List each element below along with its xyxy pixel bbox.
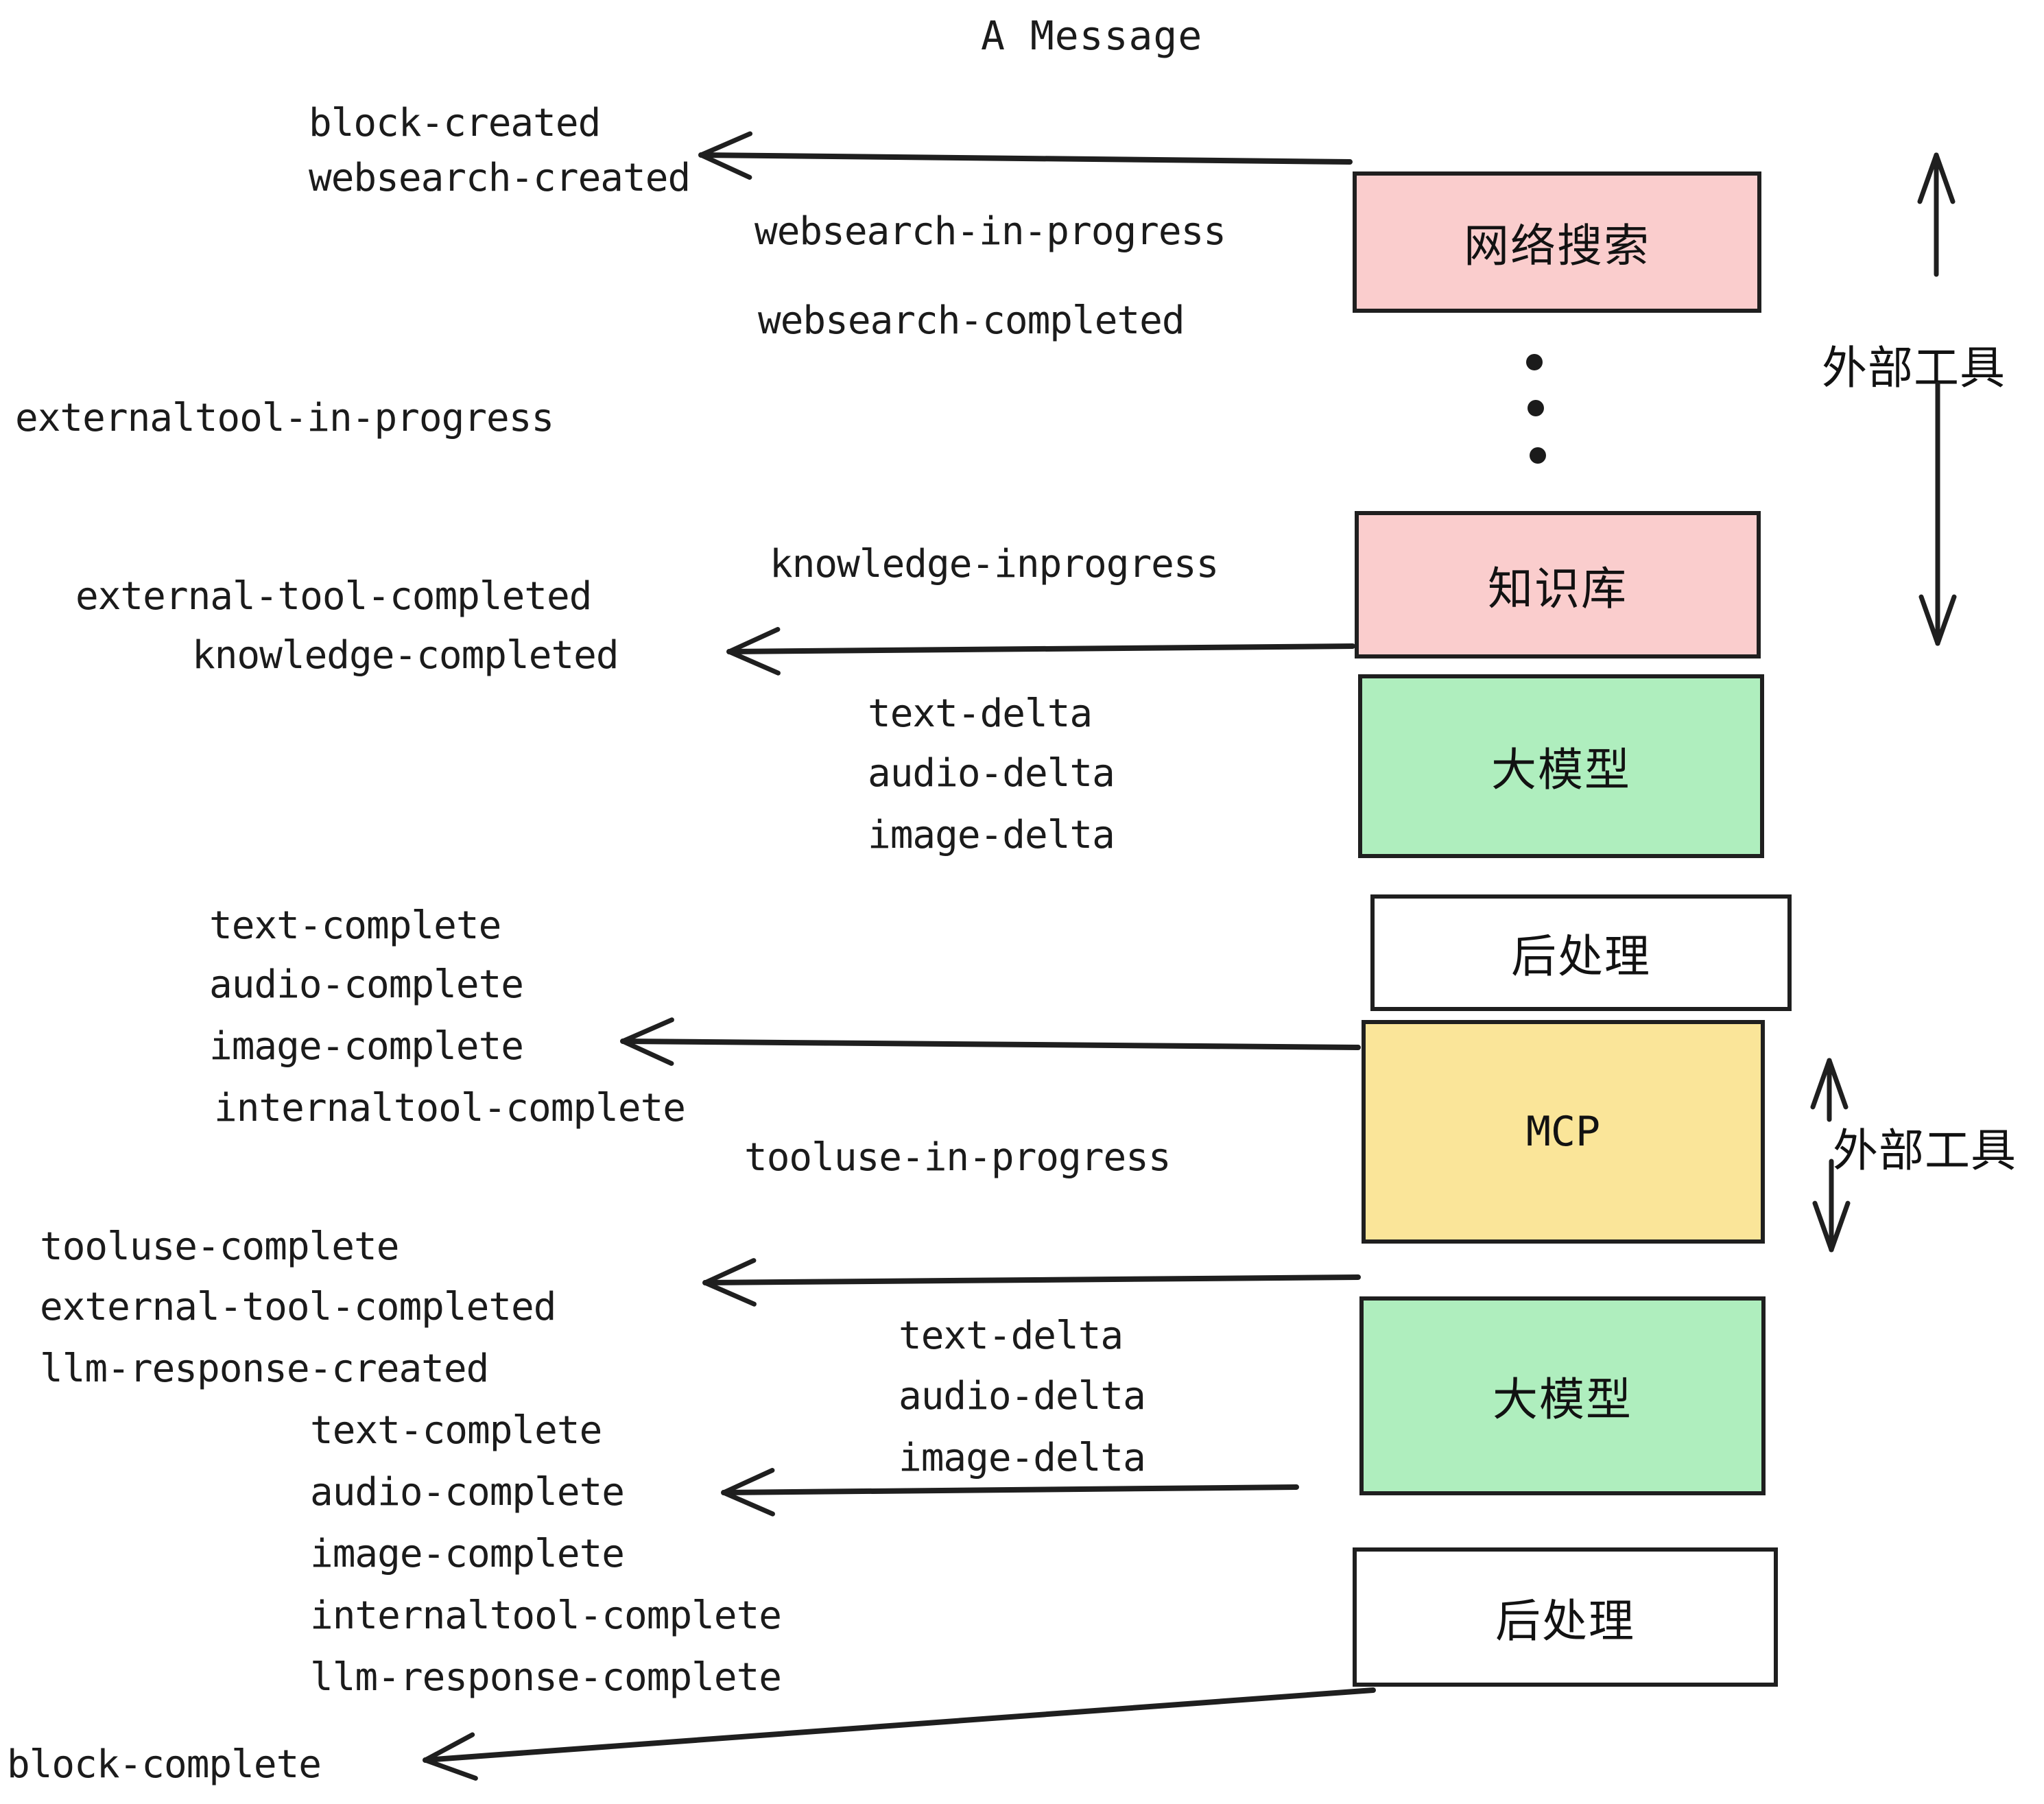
event-label-llm-response-complete: llm-response-complete bbox=[310, 1655, 782, 1700]
box-llm-2: 大模型 bbox=[1359, 1296, 1766, 1495]
arrow-head-stroke bbox=[698, 131, 753, 158]
event-label-tooluse-complete: tooluse-complete bbox=[40, 1224, 399, 1269]
arrow-head-stroke bbox=[620, 1039, 674, 1066]
event-label-external-tool-completed-2: external-tool-completed bbox=[40, 1285, 556, 1329]
event-label-image-delta-1: image-delta bbox=[868, 813, 1115, 857]
ellipsis-dot bbox=[1526, 354, 1543, 370]
box-knowledge: 知识库 bbox=[1355, 511, 1761, 658]
event-label-externaltool-in-progress: externaltool-in-progress bbox=[15, 396, 554, 440]
event-label-text-complete-2: text-complete bbox=[310, 1408, 602, 1453]
arrow-head-stroke bbox=[726, 627, 781, 654]
arrow-llm2-to-tooluse-complete-shaft bbox=[702, 1274, 1361, 1285]
event-label-block-created: block-created bbox=[309, 101, 601, 145]
arrow-head-stroke bbox=[1827, 1058, 1849, 1110]
box-label-llm-2: 大模型 bbox=[1493, 1373, 1632, 1426]
event-label-llm-response-created: llm-response-created bbox=[40, 1346, 489, 1391]
event-label-audio-complete-2: audio-complete bbox=[310, 1470, 625, 1515]
arrow-head-stroke bbox=[620, 1017, 674, 1044]
event-label-websearch-in-progress: websearch-in-progress bbox=[754, 209, 1226, 254]
event-label-block-complete: block-complete bbox=[7, 1742, 322, 1787]
event-label-knowledge-inprogress: knowledge-inprogress bbox=[770, 542, 1219, 586]
arrow-llm2-to-tooluse-complete-head bbox=[702, 1258, 757, 1307]
page-title: A Message bbox=[981, 12, 1203, 59]
event-label-internaltool-complete-2: internaltool-complete bbox=[310, 1593, 782, 1638]
box-llm-1: 大模型 bbox=[1358, 674, 1764, 858]
arrow-head-stroke bbox=[721, 1468, 775, 1495]
arrow-websearch-to-created-head bbox=[698, 131, 753, 180]
arrow-llm2-to-audio-complete-head bbox=[721, 1468, 776, 1517]
event-label-audio-complete-1: audio-complete bbox=[209, 962, 524, 1007]
arrow-knowledge-to-completed-shaft bbox=[726, 643, 1355, 654]
arrow-head-stroke bbox=[1917, 152, 1939, 204]
event-label-tooluse-in-progress: tooluse-in-progress bbox=[744, 1135, 1172, 1180]
event-label-text-delta-2: text-delta bbox=[899, 1314, 1124, 1358]
external-tools-top-down-head bbox=[1918, 594, 1957, 646]
event-label-websearch-completed: websearch-completed bbox=[758, 298, 1185, 343]
arrow-head-stroke bbox=[1810, 1058, 1832, 1110]
box-websearch: 网络搜索 bbox=[1353, 171, 1761, 313]
arrow-head-stroke bbox=[423, 1757, 478, 1781]
box-label-postprocess-1: 后处理 bbox=[1511, 930, 1651, 983]
box-mcp: MCP bbox=[1362, 1020, 1765, 1244]
arrow-websearch-to-created-shaft bbox=[698, 152, 1353, 165]
event-label-image-complete-2: image-complete bbox=[310, 1532, 625, 1576]
event-label-internaltool-complete-1: internaltool-complete bbox=[214, 1086, 686, 1130]
arrow-head-stroke bbox=[726, 649, 781, 676]
group-label-external-tools-bottom: 外部工具 bbox=[1833, 1124, 2017, 1177]
event-label-audio-delta-1: audio-delta bbox=[868, 751, 1115, 796]
arrow-head-stroke bbox=[702, 1280, 757, 1307]
event-label-external-tool-completed-1: external-tool-completed bbox=[75, 574, 592, 619]
arrow-head-stroke bbox=[1812, 1200, 1834, 1253]
event-label-audio-delta-2: audio-delta bbox=[899, 1374, 1146, 1419]
event-label-image-complete-1: image-complete bbox=[209, 1024, 524, 1069]
arrow-head-stroke bbox=[423, 1732, 475, 1763]
ellipsis-dot bbox=[1528, 400, 1544, 416]
arrow-head-stroke bbox=[1935, 594, 1957, 646]
arrow-mcp-to-image-complete-head bbox=[620, 1017, 674, 1066]
external-tools-top-up-head bbox=[1917, 152, 1956, 204]
external-tools-bottom-up-head bbox=[1810, 1058, 1849, 1110]
arrow-head-stroke bbox=[702, 1258, 757, 1285]
group-label-external-tools-top: 外部工具 bbox=[1822, 342, 2006, 394]
event-label-websearch-created: websearch-created bbox=[309, 156, 691, 200]
arrow-head-stroke bbox=[721, 1490, 776, 1517]
box-label-mcp: MCP bbox=[1525, 1108, 1601, 1156]
event-label-image-delta-2: image-delta bbox=[899, 1436, 1146, 1480]
arrow-knowledge-to-completed-head bbox=[726, 627, 781, 676]
arrow-postprocess-to-block-head bbox=[423, 1732, 478, 1781]
arrow-head-stroke bbox=[1934, 152, 1956, 204]
event-label-knowledge-completed: knowledge-completed bbox=[192, 633, 619, 678]
box-label-postprocess-2: 后处理 bbox=[1495, 1594, 1635, 1648]
ellipsis-dot bbox=[1530, 447, 1546, 464]
box-postprocess-2: 后处理 bbox=[1353, 1547, 1778, 1687]
box-label-llm-1: 大模型 bbox=[1491, 744, 1631, 796]
external-tools-bottom-down-head bbox=[1812, 1200, 1851, 1253]
arrow-head-stroke bbox=[1829, 1200, 1851, 1253]
box-label-knowledge: 知识库 bbox=[1488, 562, 1628, 615]
arrow-head-stroke bbox=[698, 152, 752, 180]
arrow-postprocess-to-block-shaft bbox=[423, 1687, 1376, 1763]
box-postprocess-1: 后处理 bbox=[1370, 894, 1792, 1011]
arrow-mcp-to-image-complete-shaft bbox=[620, 1039, 1361, 1050]
event-label-text-delta-1: text-delta bbox=[868, 691, 1093, 736]
arrow-head-stroke bbox=[1918, 594, 1940, 646]
event-label-text-complete-1: text-complete bbox=[209, 903, 501, 948]
box-label-websearch: 网络搜索 bbox=[1464, 219, 1650, 272]
arrow-llm2-to-audio-complete-shaft bbox=[721, 1484, 1299, 1495]
